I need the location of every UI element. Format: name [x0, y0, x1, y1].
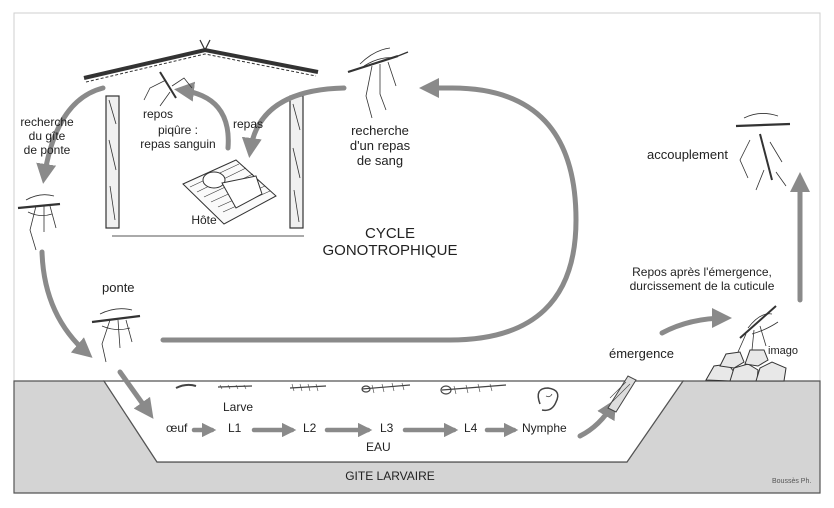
label-blood-meal: piqûre : repas sanguin: [140, 123, 216, 151]
label-instar-l4: L4: [464, 421, 478, 435]
label-pupa: Nymphe: [522, 421, 567, 435]
mosquito-mating: [735, 113, 791, 191]
mosquito-site-seeking: [17, 194, 61, 251]
label-meal: repas: [232, 117, 264, 131]
mosquito-resting: [143, 71, 193, 107]
rocks: [705, 349, 787, 382]
cycle-title: CYCLE GONOTROPHIQUE: [322, 225, 458, 260]
label-instar-l2: L2: [303, 421, 317, 435]
host-figure: [182, 159, 277, 225]
label-breeding-site: GITE LARVAIRE: [345, 469, 435, 483]
label-egg: œuf: [166, 421, 188, 435]
mosquito-host-seeking: [347, 47, 409, 119]
mosquito-laying: [91, 308, 141, 363]
label-instar-l3: L3: [380, 421, 394, 435]
label-water: EAU: [366, 440, 391, 454]
label-mating: accouplement: [647, 147, 728, 162]
label-imago: imago: [768, 345, 798, 357]
label-emergence: émergence: [609, 346, 675, 361]
credit-text: Boussès Ph.: [772, 478, 812, 485]
label-host-search: recherche d'un repas de sang: [349, 123, 411, 168]
label-instar-l1: L1: [228, 421, 242, 435]
label-larva: Larve: [223, 400, 254, 414]
mosquito-imago: [737, 305, 779, 353]
larvae-sketches: [175, 375, 637, 413]
label-resting: repos: [142, 107, 174, 121]
label-site-search: recherche du gîte de ponte: [20, 115, 74, 157]
breeding-site-basin: [13, 380, 821, 494]
cycle-arrows: [36, 78, 810, 439]
hut-roof: [83, 39, 319, 83]
label-laying: ponte: [102, 280, 135, 295]
label-post-emergence: Repos après l'émergence, durcissement de…: [629, 265, 775, 293]
label-host: Hôte: [191, 213, 217, 227]
